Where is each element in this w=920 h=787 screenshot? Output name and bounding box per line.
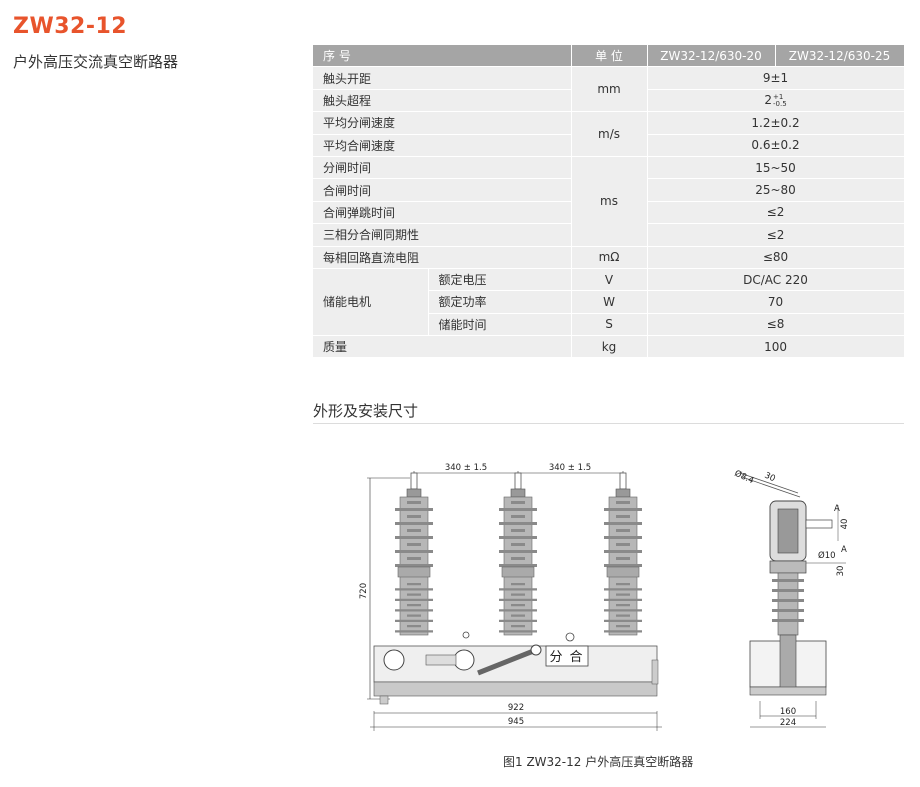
table-row: 合闸时间 25~80 — [313, 178, 905, 202]
row-label: 平均分闸速度 — [313, 111, 572, 135]
side-dim-40: 40 — [840, 519, 850, 530]
front-view: 340 ± 1.5 340 ± 1.5 720 分 合 922 945 — [359, 463, 662, 731]
row-value: 100 — [647, 335, 905, 359]
row-value: 0.6±0.2 — [647, 134, 905, 157]
row-value: 1.2±0.2 — [647, 111, 905, 135]
row-value: 25~80 — [647, 178, 905, 202]
row-label: 合闸时间 — [313, 178, 572, 202]
dimension-drawing: 340 ± 1.5 340 ± 1.5 720 分 合 922 945 Ø8 — [359, 463, 850, 731]
table-row: 储能时间 S ≤8 — [313, 313, 905, 337]
header-model-20: ZW32-12/630-20 — [647, 45, 776, 68]
row-value: ≤2 — [647, 223, 905, 247]
header-unit: 单 位 — [571, 45, 648, 68]
row-label: 三相分合闸同期性 — [313, 223, 572, 247]
product-subtitle: 户外高压交流真空断路器 — [13, 53, 179, 71]
table-row: 质量 kg 100 — [313, 335, 905, 359]
row-unit: mm — [571, 66, 648, 113]
row-value: ≤8 — [647, 313, 905, 337]
overtravel-lower-tolerance: -0.5 — [773, 99, 787, 108]
overtravel-base: 2 — [764, 93, 772, 108]
panel-open-label: 分 — [549, 650, 562, 665]
row-value: 9±1 — [647, 66, 905, 90]
row-unit: ms — [571, 156, 648, 247]
side-view: Ø8.4 30 A 40 Ø10 A 30 160 224 — [733, 468, 850, 728]
side-dim-30-mid: 30 — [836, 566, 846, 577]
row-value: 2+1-0.5 — [647, 89, 905, 113]
table-row: 触头超程 2+1-0.5 — [313, 89, 905, 113]
row-label: 触头开距 — [313, 66, 572, 90]
panel-close-label: 合 — [569, 650, 582, 665]
row-unit: V — [571, 268, 648, 292]
header-item: 序 号 — [313, 45, 572, 68]
side-dim-160: 160 — [780, 707, 796, 717]
dim-945: 945 — [508, 717, 524, 727]
table-row: 额定功率 W 70 — [313, 290, 905, 314]
row-unit: W — [571, 290, 648, 314]
row-label: 合闸弹跳时间 — [313, 201, 572, 225]
row-value: ≤80 — [647, 246, 905, 269]
overtravel-upper-tolerance: +1 — [773, 92, 784, 101]
header-model-25: ZW32-12/630-25 — [775, 45, 905, 68]
row-label: 质量 — [313, 335, 572, 359]
figure-caption: 图1 ZW32-12 户外高压真空断路器 — [503, 755, 694, 769]
table-row: 平均合闸速度 0.6±0.2 — [313, 134, 905, 157]
table-row: 每相回路直流电阻 mΩ ≤80 — [313, 246, 905, 269]
spec-table: 序 号 单 位 ZW32-12/630-20 ZW32-12/630-25 触头… — [313, 45, 905, 359]
dim-pole-spacing-right: 340 ± 1.5 — [549, 463, 591, 473]
table-row: 三相分合闸同期性 ≤2 — [313, 223, 905, 247]
pole-middle — [499, 473, 537, 635]
side-dim-hole: Ø8.4 — [733, 468, 756, 487]
pole-right — [604, 473, 642, 635]
product-title: ZW32-12 — [13, 14, 128, 39]
row-group-label: 储能电机 — [313, 268, 429, 337]
pole-left — [395, 473, 433, 635]
table-row: 储能电机 额定电压 V DC/AC 220 — [313, 268, 905, 337]
row-unit: mΩ — [571, 246, 648, 269]
side-dim-hole10: Ø10 — [818, 550, 836, 561]
row-value: DC/AC 220 — [647, 268, 905, 292]
row-label: 额定功率 — [428, 290, 572, 314]
side-dim-224: 224 — [780, 718, 796, 728]
dim-922: 922 — [508, 703, 524, 713]
section-divider — [313, 423, 904, 424]
side-label-a-top: A — [834, 504, 840, 514]
row-unit: S — [571, 313, 648, 337]
table-row: 合闸弹跳时间 ≤2 — [313, 201, 905, 225]
row-label: 平均合闸速度 — [313, 134, 572, 157]
table-row: 分闸时间 ms 15~50 — [313, 156, 905, 247]
row-value: 15~50 — [647, 156, 905, 180]
row-value: ≤2 — [647, 201, 905, 225]
side-dim-30-top: 30 — [763, 471, 777, 485]
row-label: 分闸时间 — [313, 156, 572, 180]
row-unit: m/s — [571, 111, 648, 157]
table-header-row: 序 号 单 位 ZW32-12/630-20 ZW32-12/630-25 — [313, 45, 905, 68]
table-row: 平均分闸速度 m/s 1.2±0.2 — [313, 111, 905, 157]
row-unit: kg — [571, 335, 648, 359]
table-row: 触头开距 mm 9±1 — [313, 66, 905, 113]
section-title: 外形及安装尺寸 — [313, 402, 419, 420]
dim-height: 720 — [359, 583, 369, 599]
dim-pole-spacing-left: 340 ± 1.5 — [445, 463, 487, 473]
row-label: 额定电压 — [428, 268, 572, 292]
row-label: 储能时间 — [428, 313, 572, 337]
side-label-a-mid: A — [841, 545, 847, 555]
row-label: 每相回路直流电阻 — [313, 246, 572, 269]
row-label: 触头超程 — [313, 89, 572, 113]
row-value: 70 — [647, 290, 905, 314]
